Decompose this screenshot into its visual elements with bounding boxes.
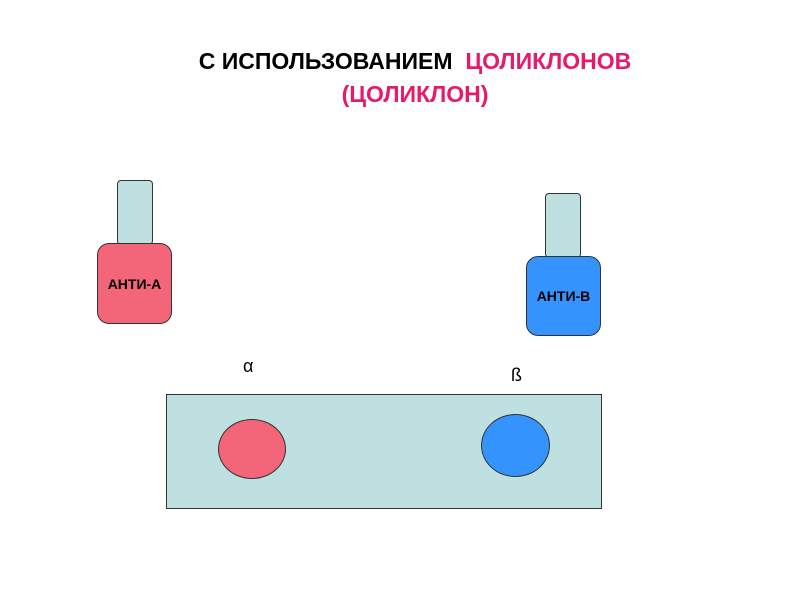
title-main-text: С ИСПОЛЬЗОВАНИЕМ	[199, 48, 453, 74]
anti-a-bottle-neck	[117, 180, 153, 245]
alpha-symbol: α	[243, 356, 253, 377]
slide-title: С ИСПОЛЬЗОВАНИЕМ ЦОЛИКЛОНОВ (ЦОЛИКЛОН)	[0, 45, 800, 111]
anti-a-label: АНТИ-А	[108, 276, 162, 292]
anti-a-drop	[218, 419, 286, 479]
beta-symbol: ß	[511, 365, 522, 386]
anti-b-bottle-neck	[545, 193, 581, 258]
anti-b-bottle: АНТИ-В	[526, 256, 601, 336]
anti-b-drop	[481, 414, 550, 477]
title-subtitle-text: (ЦОЛИКЛОН)	[342, 81, 489, 107]
title-accent-text: ЦОЛИКЛОНОВ	[465, 48, 631, 74]
anti-a-bottle: АНТИ-А	[97, 243, 172, 324]
anti-b-label: АНТИ-В	[537, 288, 591, 304]
